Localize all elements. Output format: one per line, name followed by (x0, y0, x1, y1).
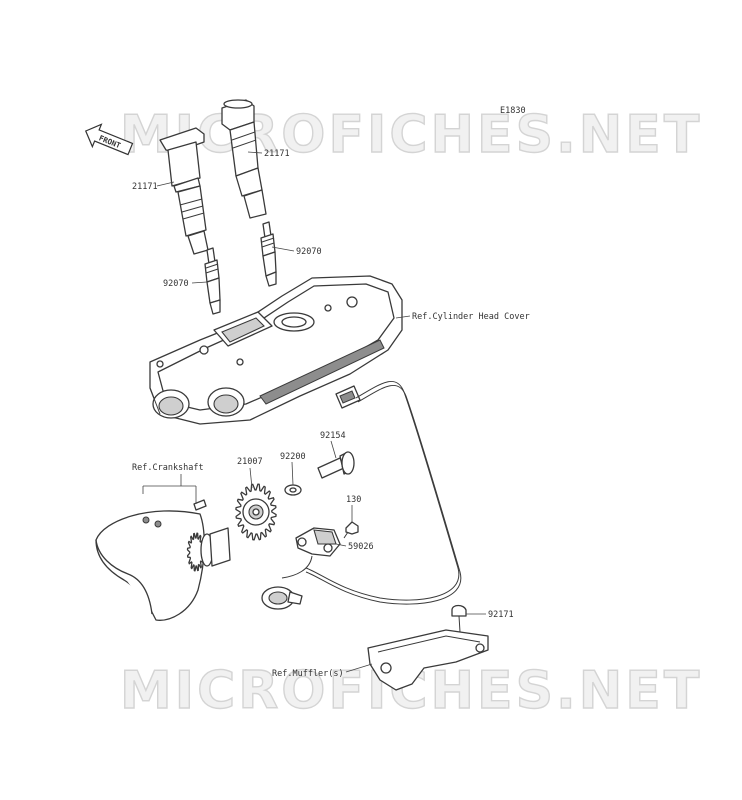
watermark-top: MICROFICHES.NET (120, 105, 702, 165)
label-plug-right: 92070 (296, 247, 322, 257)
clamp-bolt (451, 604, 467, 633)
label-cylinder-head-cover: Ref.Cylinder Head Cover (412, 312, 530, 322)
label-crankshaft: Ref.Crankshaft (132, 463, 204, 473)
bolt-small (343, 521, 359, 539)
crank-position-sensor (281, 527, 341, 579)
wire-grommet (261, 586, 303, 610)
spark-plug-left (204, 247, 221, 315)
leader-lines (142, 151, 486, 673)
label-sensor: 59026 (348, 542, 374, 552)
ignition-coil-left (159, 127, 209, 255)
spark-plug-right (260, 221, 277, 287)
muffler-bracket (367, 629, 489, 691)
label-coil-left: 21171 (132, 182, 158, 192)
bolt-large (317, 451, 355, 479)
label-washer: 92200 (280, 452, 306, 462)
label-rotor: 21007 (237, 457, 263, 467)
label-muffler: Ref.Muffler(s) (272, 669, 344, 679)
diagram-code: E1830 (500, 106, 526, 116)
cylinder-head-cover (149, 275, 403, 425)
timing-rotor (235, 483, 277, 541)
label-plug-left: 92070 (163, 279, 189, 289)
label-clamp: 92171 (488, 610, 514, 620)
washer (284, 484, 302, 496)
crankshaft (95, 499, 231, 621)
label-bolt-large: 92154 (320, 431, 346, 441)
sensor-wire (305, 381, 462, 605)
label-bolt-small: 130 (346, 495, 361, 505)
label-coil-right: 21171 (264, 149, 290, 159)
ignition-coil-right (221, 99, 267, 219)
